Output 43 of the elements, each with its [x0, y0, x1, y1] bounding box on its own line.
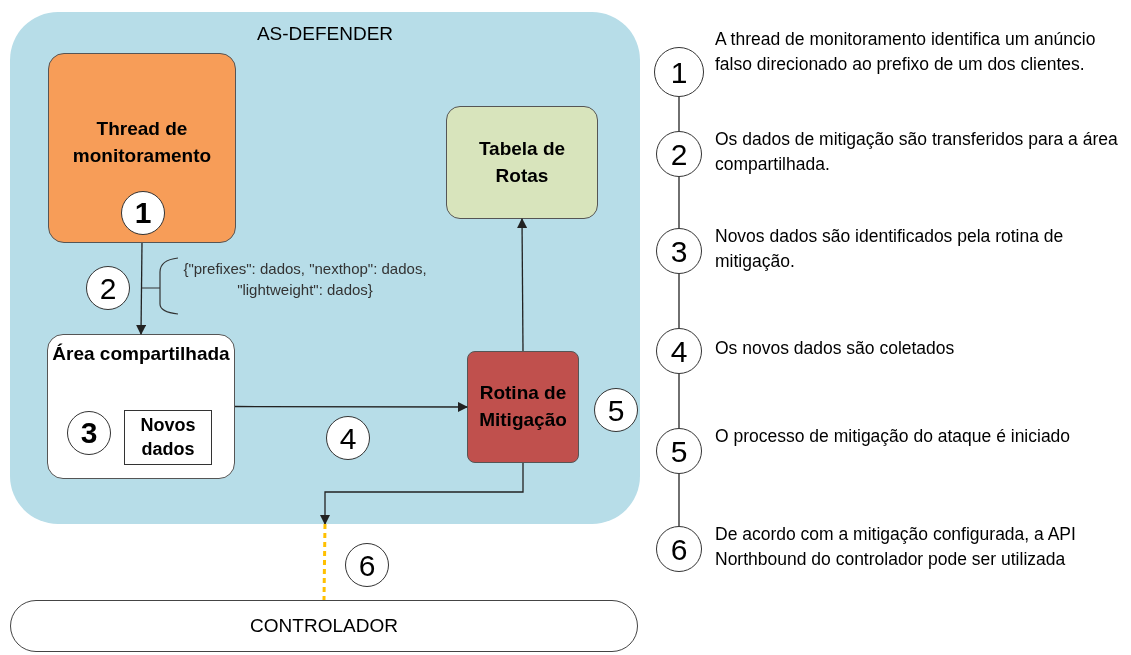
arrow [234, 402, 468, 412]
node-label: Novos dados [139, 414, 197, 461]
step-number: 2 [99, 270, 117, 307]
data-box [124, 410, 212, 465]
connector-line [322, 523, 327, 601]
step-description: O processo de mitigação do ataque é iniciado [715, 425, 1072, 448]
step-description: Novos dados são identificados pela rotina de mitigação. [715, 225, 1065, 274]
connector-line [678, 273, 680, 329]
step-number: 1 [670, 54, 688, 91]
data-format-note: {"prefixes": dados, "nexthop": dados, "lightweight": dados} [182, 259, 428, 300]
container-panel [10, 12, 640, 524]
container-title: AS-DEFENDER [255, 22, 395, 46]
connector-line [678, 473, 680, 527]
table-box [446, 106, 598, 219]
process-box [48, 53, 236, 243]
node-label: Thread de monitoramento [71, 117, 213, 168]
step-number: 5 [670, 433, 688, 470]
step-number: 3 [80, 415, 98, 451]
step-number: 6 [670, 531, 688, 568]
arrow [320, 462, 524, 525]
step-number: 2 [670, 136, 688, 173]
step-number: 5 [607, 392, 625, 429]
connector-line [678, 96, 680, 132]
node-label: Rotina de Mitigação [478, 381, 568, 432]
step-number: 1 [134, 195, 152, 231]
shared-area-box [47, 334, 235, 479]
step-number: 6 [358, 547, 376, 584]
step-description: A thread de monitoramento identifica um anúncio falso direcionado ao prefixo de um dos clientes. [715, 28, 1097, 77]
node-label: Área compartilhada [52, 342, 230, 366]
node-label: Tabela de Rotas [477, 136, 567, 188]
connector-line [678, 373, 680, 429]
step-description: Os novos dados são coletados [715, 337, 956, 360]
connector-line [678, 176, 680, 229]
arrow [136, 242, 147, 335]
step-number: 4 [670, 333, 688, 370]
controller-bar [10, 600, 638, 652]
step-description: Os dados de mitigação são transferidos para a área compartilhada. [715, 128, 1119, 177]
step-number: 4 [339, 420, 357, 457]
step-number: 3 [670, 233, 688, 270]
arrow [517, 218, 528, 352]
node-label: CONTROLADOR [250, 613, 398, 638]
process-box [467, 351, 579, 463]
step-description: De acordo com a mitigação configurada, a API Northbound do controlador pode ser utilizada [715, 523, 1077, 572]
